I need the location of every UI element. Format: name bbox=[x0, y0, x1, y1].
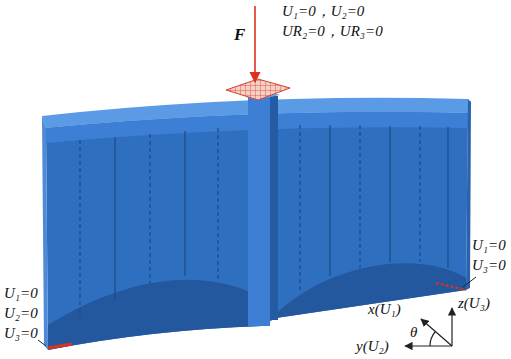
load-mesh-patch bbox=[226, 79, 290, 100]
central-column bbox=[248, 97, 270, 326]
boundary-edge bbox=[436, 283, 466, 290]
boundary-condition: U₁=0，U₂=0 bbox=[282, 2, 364, 20]
boundary-condition: U₁=0 bbox=[4, 284, 38, 302]
boundary-condition: U₃=0 bbox=[4, 324, 38, 342]
boundary-edge bbox=[48, 344, 72, 348]
end-face bbox=[42, 116, 48, 350]
boundary-condition: U₂=0 bbox=[4, 304, 38, 322]
end-face bbox=[466, 99, 471, 290]
central-column-side bbox=[270, 96, 278, 320]
force-label: F bbox=[234, 26, 245, 44]
boundary-condition: UR₂=0，UR₃=0 bbox=[282, 22, 383, 40]
bottom-flange bbox=[276, 263, 466, 318]
coordinate-axes bbox=[405, 308, 452, 346]
axis-label: z(U₃) bbox=[458, 294, 490, 312]
axis-label: x(U₁) bbox=[368, 300, 401, 318]
leader-line bbox=[463, 277, 476, 287]
leader-line bbox=[38, 340, 46, 346]
axis-label: y(U₂) bbox=[356, 337, 389, 355]
angle-label: θ bbox=[410, 323, 417, 341]
load-arrow bbox=[254, 6, 256, 82]
boundary-condition: U₃=0 bbox=[472, 256, 506, 274]
boundary-condition: U₁=0 bbox=[472, 236, 506, 254]
